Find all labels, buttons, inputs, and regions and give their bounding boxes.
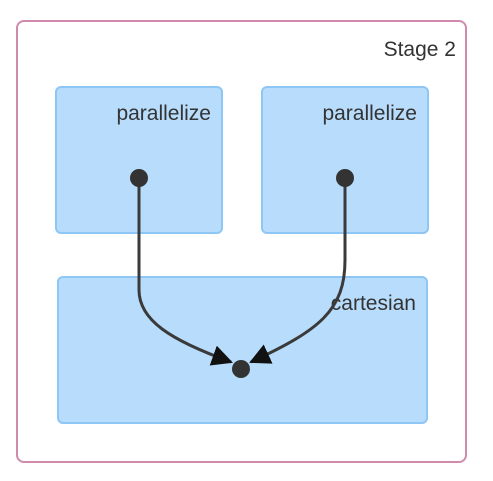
stage-label: Stage 2 bbox=[383, 38, 456, 61]
node-label: parallelize bbox=[322, 102, 417, 125]
node-parallelize-left[interactable]: parallelize bbox=[55, 86, 223, 234]
node-label: parallelize bbox=[116, 102, 211, 125]
node-label: cartesian bbox=[330, 292, 416, 315]
node-parallelize-right[interactable]: parallelize bbox=[261, 86, 429, 234]
node-cartesian[interactable]: cartesian bbox=[57, 276, 428, 424]
